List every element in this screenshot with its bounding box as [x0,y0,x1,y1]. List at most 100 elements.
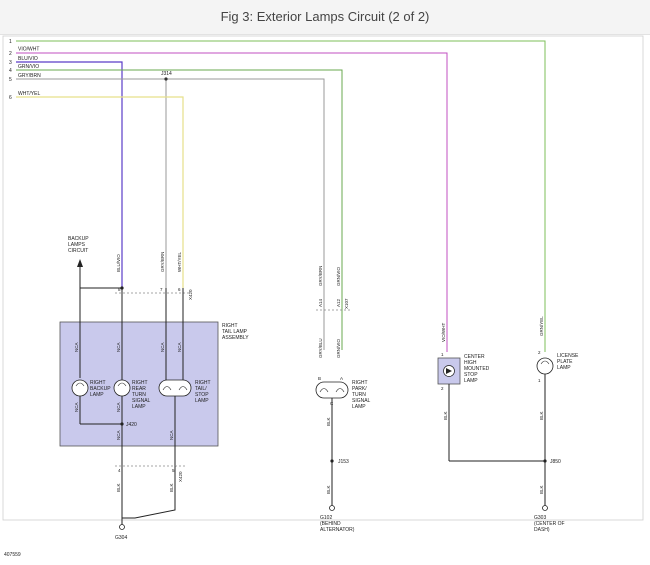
park-x107: X107 [344,298,349,309]
label-gry-brn: GRY/BRN [160,252,165,272]
backup-ref-line1: BACKUP [68,236,89,242]
assembly-line1: RIGHT [222,323,238,329]
g304-wire-b [122,466,176,519]
park-grn-vio-2: GRN/VIO [336,338,341,358]
tail-stop-l1: RIGHT [195,380,211,386]
pin-5: 5 [172,468,175,473]
label-x420-top: X420 [188,289,193,300]
g102-ground-icon [329,505,335,511]
park-turn-l3: TURN [352,392,366,398]
tail-nca-top: NCA [160,342,165,352]
chmsl-diode [446,368,452,374]
park-gry-blu: GRY/BLU [318,338,323,358]
license-grn-yel: GRN/YEL [539,316,544,336]
splice-j153-label: J153 [338,459,349,465]
g304-ground-icon [119,524,125,530]
rear-turn-l4: SIGNAL [132,398,151,404]
g303-l3: DASH) [534,527,550,533]
chmsl-pin-1: 1 [441,352,444,357]
tail-stop-bulb-icon [158,379,192,397]
backup-ref-line3: CIRCUIT [68,248,88,254]
g304-blk-a: BLK [116,483,121,492]
g102-l3: ALTERNATOR) [320,527,355,533]
splice-j420-dot [120,422,124,426]
splice-j850-label: J850 [550,459,561,465]
wire-3-number: 3 [9,60,12,66]
figure-id: 407559 [4,552,21,558]
splice-j420-label: J420 [126,422,137,428]
wire-5-number: 5 [9,77,12,83]
rear-turn-nca-top: NCA [116,342,121,352]
park-turn-l2: PARK/ [352,386,367,392]
g303-l1: G303 [534,515,546,521]
tail-stop-nca-low: NCA [169,430,174,440]
tail-filament [162,386,172,391]
park-filament [319,388,329,393]
g102-blk: BLK [326,485,331,494]
park-turn-bulb-icon [315,381,349,399]
stop-filament [178,386,188,391]
license-pin-2: 2 [538,350,541,355]
assembly-line3: ASSEMBLY [222,335,249,341]
chmsl-l4: STOP [464,372,478,378]
backup-lamp-filament [75,382,85,387]
stop-nca-top: NCA [177,342,182,352]
assembly-line2: TAIL LAMP [222,329,248,335]
park-turn-l4: SIGNAL [352,398,371,404]
diagram-frame: 1 2 VIO/WHT 3 BLU/VIO 4 GRN/VIO 5 GRY/BR… [0,34,650,560]
rear-turn-l1: RIGHT [132,380,148,386]
pin-6: 6 [178,287,181,292]
g304-l1: G304 [115,535,127,541]
backup-nca-top: NCA [74,342,79,352]
g102-l1: G102 [320,515,332,521]
park-turn-l5: LAMP [352,404,366,410]
license-bulb-icon [536,357,554,375]
chmsl-vio-wht: VIO/WHT [441,323,446,342]
g303-l2: (CENTER OF [534,521,565,527]
chmsl-l5: LAMP [464,378,478,384]
rear-turn-nca-low: NCA [116,430,121,440]
wire-2 [16,52,448,352]
park-grn-vio: GRN/VIO [336,266,341,286]
wire-4-label: GRN/VIO [18,64,39,70]
wire-4 [16,69,343,350]
g102-l2: (BEHIND [320,521,341,527]
rear-turn-l5: LAMP [132,404,146,410]
label-x420-bottom: X420 [178,471,183,482]
park-gry-brn: GRY/BRN [318,266,323,286]
wire-1-number: 1 [9,39,12,45]
pin-4: 4 [118,468,121,473]
g303-blk: BLK [539,485,544,494]
rear-turn-l2: REAR [132,386,146,392]
backup-ref-arrow-icon [77,259,83,267]
wiring-diagram: 1 2 VIO/WHT 3 BLU/VIO 4 GRN/VIO 5 GRY/BR… [2,35,644,558]
turn-filament [335,388,345,393]
wire-6-label: WHT/YEL [18,91,40,97]
splice-j314-label: J314 [161,71,172,77]
splice-j314-dot [164,77,168,81]
backup-lamp-bulb-icon [71,379,89,397]
splice-j153-dot [330,459,334,463]
license-l1: LICENSE [557,353,579,359]
chmsl-pin-2: 2 [441,386,444,391]
pin-8: 8 [118,287,121,292]
backup-lamp-l2: BACKUP [90,386,111,392]
wire-2-label: VIO/WHT [18,47,39,53]
rear-turn-filament [117,382,127,387]
park-a14: A14 [318,298,323,307]
wire-5-label: GRY/BRN [18,73,41,79]
tail-stop-l4: LAMP [195,398,209,404]
wire-3-label: BLU/VIO [18,56,38,62]
wire-6-number: 6 [9,95,12,101]
park-a12: A12 [336,298,341,307]
pin-b: B [318,376,321,381]
tail-stop-l3: STOP [195,392,209,398]
rear-turn-bulb-icon [113,379,131,397]
park-turn-l1: RIGHT [352,380,368,386]
license-filament [540,360,550,365]
license-l3: LAMP [557,365,571,371]
label-wht-yel: WHT/YEL [177,252,182,272]
wire-4-number: 4 [9,68,12,74]
pin-a: A [340,376,343,381]
chmsl-l3: MOUNTED [464,366,490,372]
